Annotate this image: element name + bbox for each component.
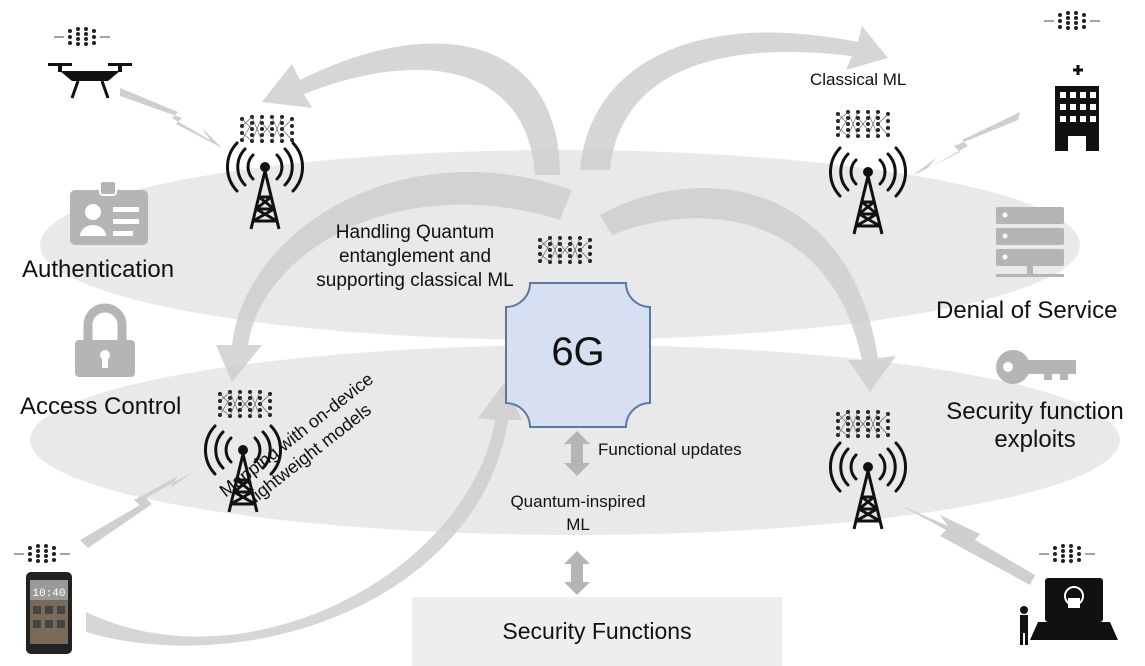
functional-updates-arrow [564,431,590,476]
security-function-exploits-label: Security function exploits [930,398,1140,454]
server-rack-icon [996,207,1064,277]
quantum-inspired-line2: ML [566,515,590,534]
handling-quantum-label: Handling Quantum entanglement and suppor… [300,221,530,293]
hub-label: 6G [551,330,605,374]
security-functions-arrow [564,551,590,595]
handling-line3: supporting classical ML [316,270,514,291]
quantum-inspired-ml-label: Quantum-inspired ML [478,490,678,536]
padlock-icon [75,303,135,377]
hospital-building-icon [1043,10,1101,151]
drone-icon [48,63,132,99]
authentication-label: Authentication [22,256,175,283]
functional-updates-label: Functional updates [598,440,742,459]
key-icon [996,350,1076,384]
id-card-icon [70,180,148,245]
hub-6g-box [505,282,651,428]
neural-network-icon [53,26,111,47]
smartphone-icon [13,543,72,654]
classical-ml-label: Classical ML [810,70,907,89]
denial-of-service-label: Denial of Service [936,297,1118,324]
lightning-link-icon [80,88,1035,585]
security-function-exploits-line1: Security function [946,398,1124,425]
handling-line2: entanglement and [338,246,492,267]
access-control-label: Access Control [20,393,182,420]
curved-arrows [86,26,896,646]
security-function-exploits-line2: exploits [994,426,1076,453]
quantum-inspired-line1: Quantum-inspired [510,492,646,511]
phone-time: 10:40 [32,588,65,600]
handling-line1: Handling Quantum [335,222,495,243]
hacker-laptop-icon [1020,543,1118,645]
security-functions-box: Security Functions [412,597,782,666]
security-functions-label: Security Functions [502,618,692,644]
